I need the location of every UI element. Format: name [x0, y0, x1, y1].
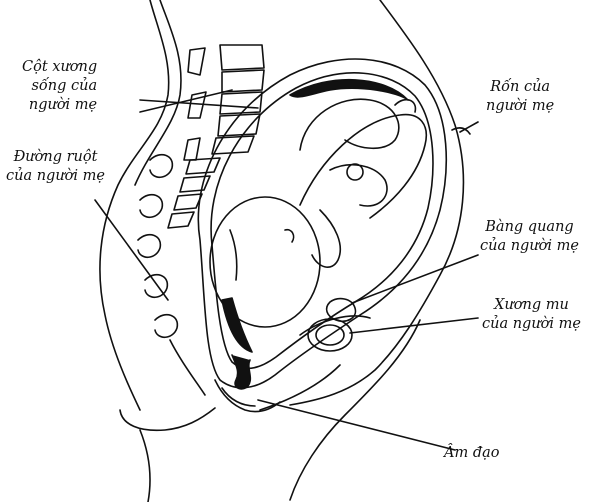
label-mother-navel: Rốn của người mẹ: [486, 78, 554, 116]
leader-bladder: [352, 255, 478, 303]
intestine-coil-3: [138, 235, 160, 258]
label-intestine-line-2: của người mẹ: [6, 167, 105, 186]
rectum-outline: [170, 340, 205, 395]
intestine-coil-1: [150, 155, 172, 178]
leader-navel: [460, 122, 478, 132]
mother-back-outline: [100, 0, 169, 410]
label-mother-pubic-bone: Xương mu của người mẹ: [482, 296, 581, 334]
thigh-front-outline: [290, 320, 420, 500]
amniotic-band-lower: [222, 298, 252, 352]
leader-spine: [140, 100, 258, 108]
label-mother-bladder: Bàng quang của người mẹ: [480, 218, 579, 256]
label-navel-line-2: người mẹ: [486, 97, 554, 116]
buttock-outline: [120, 408, 215, 430]
label-pubic-line-1: Xương mu: [482, 296, 581, 315]
intestine-coil-2: [140, 195, 162, 218]
fetus-umbilical-coil: [347, 164, 363, 180]
vertebra-3: [220, 92, 262, 114]
sacrum-3: [174, 194, 202, 210]
leader-vagina: [258, 400, 455, 450]
label-spine-line-1: Cột xương: [22, 58, 97, 77]
label-mother-spine: Cột xương sống của người mẹ: [22, 58, 97, 115]
label-vagina-line-1: Âm đạo: [444, 444, 500, 463]
fetus-face: [230, 230, 237, 280]
label-pubic-line-2: của người mẹ: [482, 315, 581, 334]
spine-process-1: [188, 48, 205, 75]
vertebra-4: [218, 114, 260, 136]
cervix: [232, 355, 250, 389]
spine-process-3: [184, 138, 200, 160]
label-spine-line-2: sống của: [22, 77, 97, 96]
fetus-leg-upper: [300, 99, 399, 150]
vertebra-2: [222, 70, 264, 92]
label-spine-line-3: người mẹ: [22, 96, 97, 115]
label-bladder-line-2: của người mẹ: [480, 237, 579, 256]
intestine-coil-5: [155, 315, 177, 338]
label-intestine-line-1: Đường ruột: [6, 148, 105, 167]
fetus-head: [210, 197, 320, 327]
thigh-outline: [140, 430, 150, 502]
label-mother-intestine: Đường ruột của người mẹ: [6, 148, 105, 186]
label-navel-line-1: Rốn của: [486, 78, 554, 97]
fetus-leg-lower: [330, 165, 387, 206]
fetus-ear: [285, 230, 294, 242]
uterus-inner-wall: [211, 73, 433, 368]
label-vagina: Âm đạo: [444, 444, 500, 463]
fetus-foot: [395, 100, 415, 112]
sacrum-1: [186, 158, 220, 174]
sacrum-4: [168, 212, 194, 228]
vertebra-1: [220, 45, 264, 70]
label-bladder-line-1: Bàng quang: [480, 218, 579, 237]
sacrum-2: [180, 176, 210, 192]
